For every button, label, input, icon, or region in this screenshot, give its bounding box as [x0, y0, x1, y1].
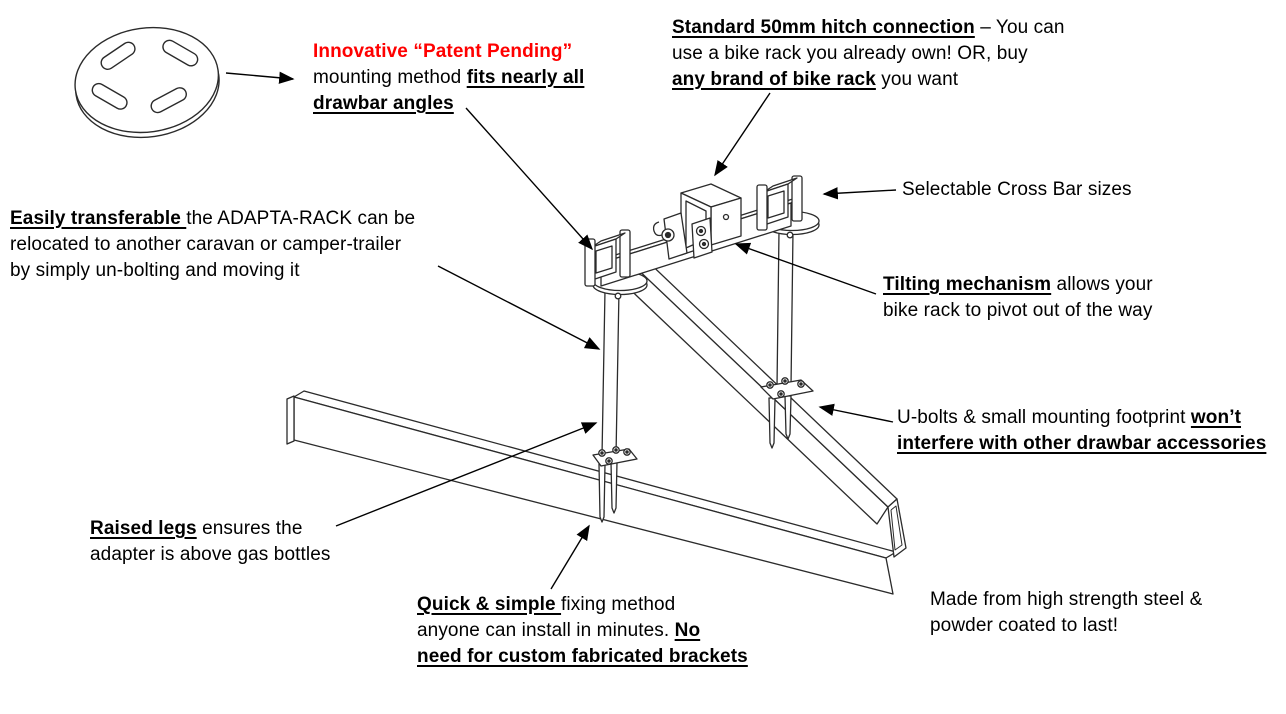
note-text-segment: drawbar angles [313, 93, 454, 114]
drawbar-right-beam [618, 253, 898, 525]
disc-slot [91, 82, 128, 110]
note-text-segment: need for custom fabricated brackets [417, 646, 748, 667]
note-text-segment: Quick & simple [417, 594, 562, 615]
note-easily-transferable: Easily transferable the ADAPTA-RACK can … [10, 206, 415, 284]
note-text-segment: fixing method [561, 594, 676, 615]
note-text-segment: Innovative “Patent Pending” [313, 41, 573, 62]
note-text-segment: relocated to another caravan or camper-t… [10, 234, 402, 255]
note-text-segment: Selectable Cross Bar sizes [902, 179, 1132, 200]
arrow-patent-to-left-post [465, 107, 594, 251]
note-text-segment: No [674, 620, 701, 641]
note-text-segment: by simply un-bolting and moving it [10, 260, 300, 281]
note-patent-pending: Innovative “Patent Pending” mounting meth… [313, 39, 584, 117]
left-u-bolt-mount [592, 446, 638, 523]
note-text-segment: powder coated to last! [930, 615, 1119, 636]
arrow-tilting-to-mechanism [734, 242, 877, 295]
note-text-segment: ensures the [196, 518, 303, 539]
note-text-segment: U-bolts & small mounting footprint [897, 407, 1191, 428]
legs-and-mounts [592, 230, 814, 523]
arrow-ubolts-to-mount [818, 403, 894, 423]
mounting-disc-illustration [74, 26, 220, 139]
note-text-segment: use a bike rack you already own! OR, buy [672, 43, 1028, 64]
note-text-segment: Standard 50mm hitch connection [672, 17, 975, 38]
drawbar-tip-end-cap [887, 498, 907, 558]
note-raised-legs: Raised legs ensures the adapter is above … [90, 516, 330, 568]
disc-slot [162, 39, 199, 67]
note-text-segment: allows your [1051, 274, 1153, 295]
note-u-bolts: U-bolts & small mounting footprint won’t… [897, 405, 1266, 457]
note-hitch-connection: Standard 50mm hitch connection – You can… [672, 15, 1065, 93]
note-text-segment: interfere with other drawbar accessories [897, 433, 1267, 454]
note-quick-simple: Quick & simple fixing method anyone can i… [417, 592, 748, 670]
note-text-segment: Made from high strength steel & [930, 589, 1203, 610]
note-text-segment: mounting method [313, 67, 467, 88]
cross-bar-assembly [584, 175, 820, 300]
note-text-segment: Raised legs [90, 518, 197, 539]
note-text-segment: the ADAPTA-RACK can be [186, 208, 416, 229]
note-text-segment: fits nearly all [466, 67, 585, 88]
right-u-bolt-mount [760, 377, 814, 449]
note-text-segment: – You can [974, 17, 1065, 38]
note-tilting-mechanism: Tilting mechanism allows your bike rack t… [883, 272, 1153, 324]
left-raised-leg [601, 289, 620, 457]
annotation-arrows [225, 71, 897, 590]
disc-slot [100, 41, 136, 70]
note-cross-bar-sizes: Selectable Cross Bar sizes [902, 177, 1132, 203]
note-text-segment: bike rack to pivot out of the way [883, 300, 1153, 321]
note-text-segment: anyone can install in minutes. [417, 620, 675, 641]
arrow-disc-to-patent-note [225, 71, 295, 84]
right-end-post [756, 175, 803, 231]
arrow-quick-to-bracket [550, 524, 590, 590]
note-text-segment: any brand of bike rack [672, 69, 876, 90]
note-text-segment: Tilting mechanism [883, 274, 1052, 295]
note-text-segment: Easily transferable [10, 208, 187, 229]
left-end-post [584, 229, 631, 287]
right-raised-leg [776, 230, 794, 388]
note-high-strength-steel: Made from high strength steel & powder co… [930, 587, 1202, 639]
drawbar-a-frame [286, 253, 907, 595]
note-text-segment: won’t [1190, 407, 1242, 428]
note-text-segment: adapter is above gas bottles [90, 544, 331, 565]
note-text-segment: you want [875, 69, 959, 90]
arrow-raised-to-leg [335, 422, 598, 527]
disc-slot [150, 87, 187, 114]
tilting-mechanism [652, 212, 713, 260]
arrow-hitch-to-receiver [714, 92, 771, 177]
arrow-transferable-to-leg [437, 265, 601, 350]
arrow-crossbar-label [822, 187, 897, 200]
